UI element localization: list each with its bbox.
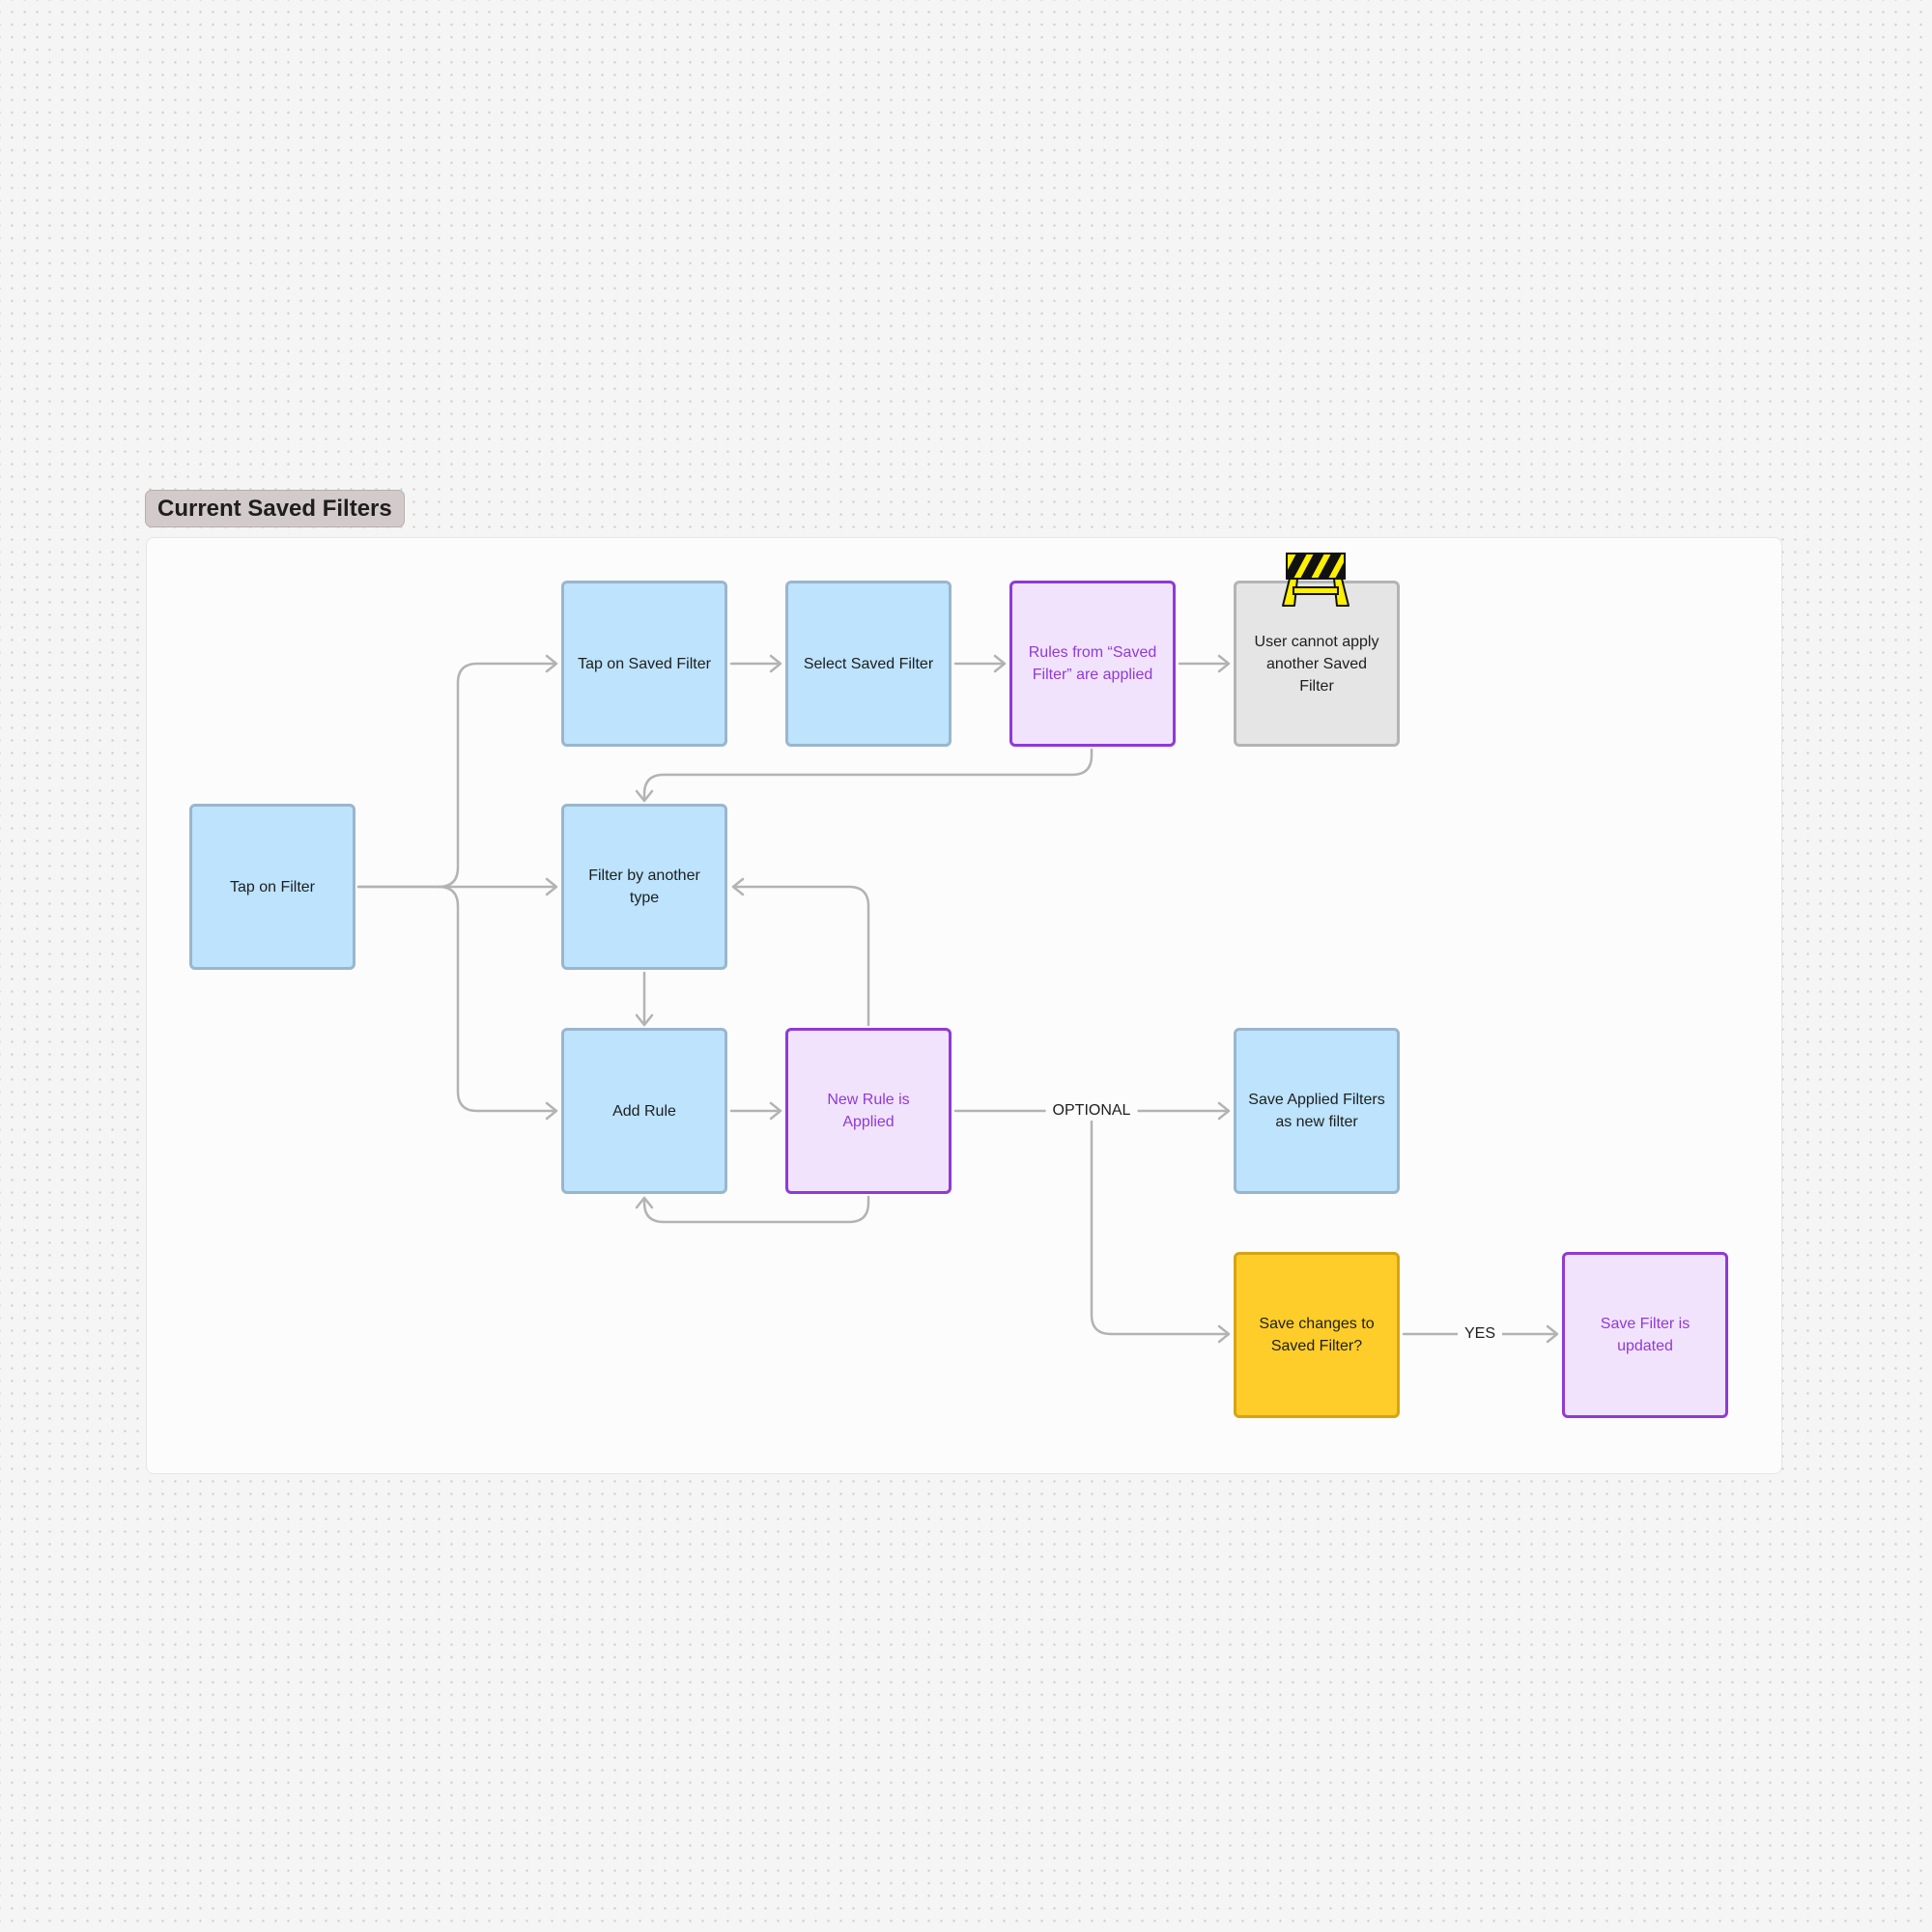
arrowhead bbox=[635, 789, 654, 803]
node-label: Tap on Saved Filter bbox=[578, 655, 711, 672]
node-label: Rules from “Saved Filter” are applied bbox=[1028, 644, 1157, 683]
arrowhead bbox=[1217, 1101, 1231, 1121]
node-save-changes-decision[interactable]: Save changes to Saved Filter? bbox=[1234, 1252, 1400, 1418]
connector-optional-to-save-changes[interactable] bbox=[1090, 1109, 1230, 1336]
arrowhead bbox=[1217, 1324, 1231, 1344]
node-select-saved-filter[interactable]: Select Saved Filter bbox=[785, 581, 952, 747]
node-label: Save changes to Saved Filter? bbox=[1259, 1316, 1375, 1354]
node-label: User cannot apply another Saved Filter bbox=[1254, 633, 1379, 695]
connector-new-rule-to-another-type[interactable] bbox=[732, 885, 870, 1027]
node-rules-applied[interactable]: Rules from “Saved Filter” are applied bbox=[1009, 581, 1176, 747]
arrowhead bbox=[993, 654, 1007, 673]
connector-filter-to-add-rule[interactable] bbox=[437, 885, 557, 1113]
node-label: Select Saved Filter bbox=[803, 655, 934, 672]
arrowhead bbox=[545, 654, 558, 673]
node-filter-updated[interactable]: Save Filter is updated bbox=[1562, 1252, 1728, 1418]
node-tap-on-filter[interactable]: Tap on Filter bbox=[189, 804, 355, 970]
connector-filter-to-saved-filter[interactable] bbox=[356, 662, 557, 889]
arrowhead bbox=[731, 877, 745, 896]
arrowhead bbox=[635, 1013, 654, 1027]
section-title[interactable]: Current Saved Filters bbox=[145, 490, 405, 527]
node-label: New Rule is Applied bbox=[827, 1092, 910, 1130]
node-tap-on-saved-filter[interactable]: Tap on Saved Filter bbox=[561, 581, 727, 747]
node-label: Save Filter is updated bbox=[1600, 1316, 1690, 1354]
connector-new-rule-to-add-rule[interactable] bbox=[642, 1195, 870, 1224]
node-label: Save Applied Filters as new filter bbox=[1248, 1092, 1385, 1130]
arrowhead bbox=[769, 1101, 782, 1121]
section-frame[interactable] bbox=[146, 537, 1782, 1474]
node-filter-another-type[interactable]: Filter by another type bbox=[561, 804, 727, 970]
node-label: Tap on Filter bbox=[229, 878, 316, 895]
node-save-new-filter[interactable]: Save Applied Filters as new filter bbox=[1234, 1028, 1400, 1194]
node-new-rule-applied[interactable]: New Rule is Applied bbox=[785, 1028, 952, 1194]
node-cannot-apply[interactable]: User cannot apply another Saved Filter bbox=[1234, 581, 1400, 747]
node-label: Add Rule bbox=[612, 1102, 676, 1120]
arrowhead bbox=[635, 1196, 654, 1209]
edge-label-optional[interactable]: OPTIONAL bbox=[1045, 1101, 1138, 1121]
arrowhead bbox=[545, 877, 558, 896]
construction-barrier-icon bbox=[1282, 553, 1350, 607]
node-add-rule[interactable]: Add Rule bbox=[561, 1028, 727, 1194]
connector-rules-to-another-type[interactable] bbox=[642, 748, 1094, 802]
node-label: Filter by another type bbox=[588, 867, 700, 906]
arrowhead bbox=[769, 654, 782, 673]
edge-label-yes[interactable]: YES bbox=[1457, 1324, 1503, 1344]
arrowhead bbox=[1546, 1324, 1559, 1344]
arrowhead bbox=[1217, 654, 1231, 673]
arrowhead bbox=[545, 1101, 558, 1121]
